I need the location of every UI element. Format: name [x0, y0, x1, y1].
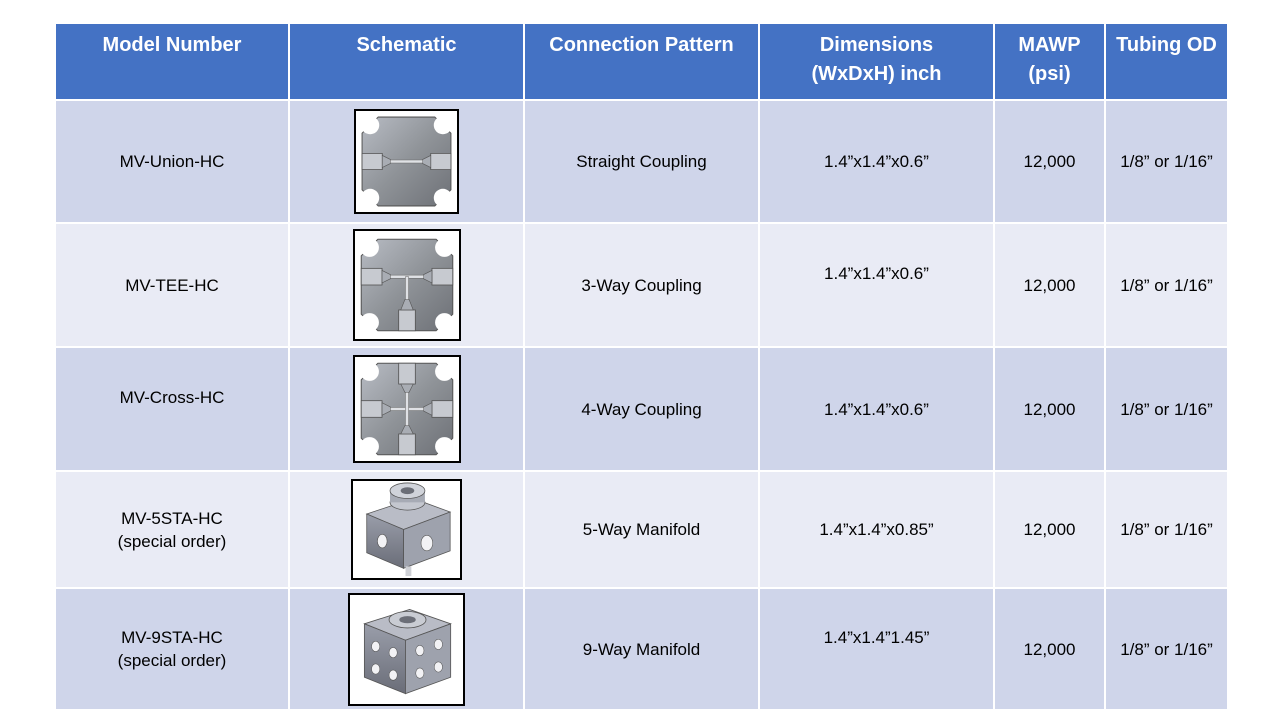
header-schematic: Schematic [288, 22, 525, 101]
schematic-cell [288, 222, 525, 348]
header-connection-pattern: Connection Pattern [523, 22, 760, 101]
mawp: 12,000 [993, 222, 1106, 348]
schematic-cell [288, 346, 525, 472]
table-row: MV-Cross-HC [54, 346, 1229, 472]
dimensions: 1.4”x1.4”x0.85” [758, 470, 995, 589]
model-number: MV-9STA-HC (special order) [54, 587, 290, 711]
tubing-od: 1/8” or 1/16” [1104, 99, 1229, 224]
mawp: 12,000 [993, 587, 1106, 711]
tubing-od: 1/8” or 1/16” [1104, 587, 1229, 711]
9-station-manifold-icon [348, 592, 465, 706]
model-number: MV-Cross-HC [54, 346, 290, 472]
special-order-note: (special order) [117, 651, 227, 670]
tubing-od: 1/8” or 1/16” [1104, 346, 1229, 472]
cross-schematic-icon [352, 355, 461, 463]
header-dimensions: Dimensions (WxDxH) inch [758, 22, 995, 101]
schematic-cell [288, 587, 525, 711]
schematic-cell [288, 99, 525, 224]
dimensions: 1.4”x1.4”x0.6” [758, 222, 995, 348]
table-row: MV-Union-HC Straight Coupling [54, 99, 1229, 224]
mawp: 12,000 [993, 346, 1106, 472]
mawp: 12,000 [993, 470, 1106, 589]
dimensions: 1.4”x1.4”1.45” [758, 587, 995, 711]
model-number: MV-TEE-HC [54, 222, 290, 348]
tubing-od: 1/8” or 1/16” [1104, 470, 1229, 589]
5-station-manifold-icon [351, 479, 462, 580]
table-row: MV-TEE-HC [54, 222, 1229, 348]
table-row: MV-9STA-HC (special order) [54, 587, 1229, 711]
model-number: MV-Union-HC [54, 99, 290, 224]
table-row: MV-5STA-HC (special order) [54, 470, 1229, 589]
model-number: MV-5STA-HC (special order) [54, 470, 290, 589]
connection-pattern: 4-Way Coupling [523, 346, 760, 472]
header-mawp: MAWP (psi) [993, 22, 1106, 101]
dimensions: 1.4”x1.4”x0.6” [758, 99, 995, 224]
union-schematic-icon [354, 109, 459, 214]
tubing-od: 1/8” or 1/16” [1104, 222, 1229, 348]
schematic-cell [288, 470, 525, 589]
tee-schematic-icon [352, 229, 461, 341]
connection-pattern: Straight Coupling [523, 99, 760, 224]
connection-pattern: 9-Way Manifold [523, 587, 760, 711]
product-table: Model Number Schematic Connection Patter… [54, 22, 1229, 711]
mawp: 12,000 [993, 99, 1106, 224]
connection-pattern: 3-Way Coupling [523, 222, 760, 348]
special-order-note: (special order) [117, 531, 227, 551]
header-tubing-od: Tubing OD [1104, 22, 1229, 101]
header-row: Model Number Schematic Connection Patter… [54, 22, 1229, 101]
dimensions: 1.4”x1.4”x0.6” [758, 346, 995, 472]
header-model-number: Model Number [54, 22, 290, 101]
connection-pattern: 5-Way Manifold [523, 470, 760, 589]
